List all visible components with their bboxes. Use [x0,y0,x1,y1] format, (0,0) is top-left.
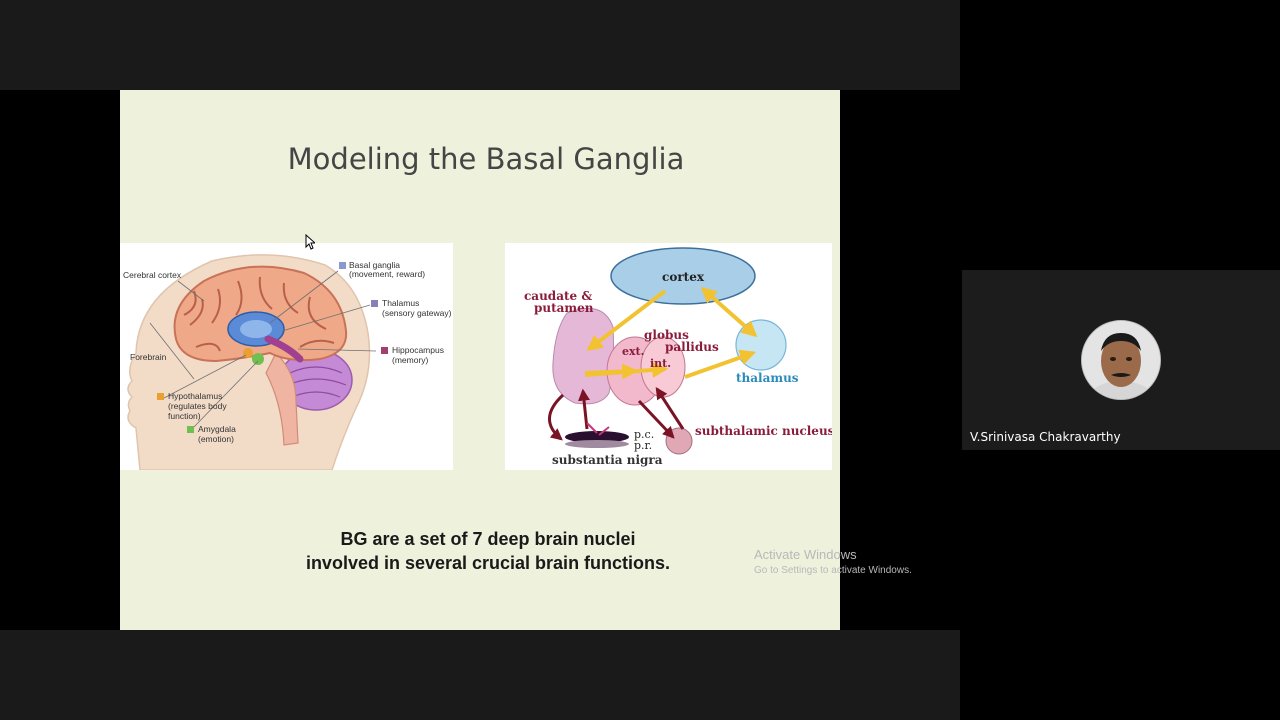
label-globus: globus [644,328,689,342]
slide-title: Modeling the Basal Ganglia [287,142,685,176]
label-pr: p.r. [634,439,652,452]
slide-caption: BG are a set of 7 deep brain nuclei invo… [120,527,840,575]
label-thalamus: thalamus [736,371,799,385]
share-letterbox-bottom [0,630,960,720]
caption-line-2: involved in several crucial brain functi… [305,553,671,573]
participant-name: V.Srinivasa Chakravarthy [970,430,1121,444]
label-hypothalamus-note-1: (regulates body [168,401,227,411]
label-ext: ext. [622,345,644,358]
activate-windows-watermark: Activate Windows Go to Settings to activ… [754,547,912,576]
label-thalamus-note: (sensory gateway) [382,308,452,318]
label-caudate: caudate & [524,289,592,303]
basal-ganglia-swatch [339,262,346,269]
presentation-slide: Modeling the Basal Ganglia [120,90,840,630]
basal-ganglia-circuit-diagram: cortex caudate & putamen globus pallidus… [524,247,832,467]
hypothalamus-swatch [157,393,164,400]
hippocampus-swatch [381,347,388,354]
label-int: int. [650,357,671,370]
label-cerebral-cortex: Cerebral cortex [123,270,182,280]
brain-anatomy-figure: Cerebral cortex Forebrain Basal ganglia … [120,243,453,470]
share-letterbox-top [0,0,960,90]
participant-video-tile[interactable]: V.Srinivasa Chakravarthy [962,270,1280,450]
thalamus-swatch [371,300,378,307]
label-pc: p.c. [634,428,654,441]
watermark-title: Activate Windows [754,547,857,562]
mouse-pointer-icon [305,234,315,250]
label-cortex: cortex [662,270,705,284]
watermark-subtitle: Go to Settings to activate Windows. [754,565,912,576]
label-pallidus: pallidus [665,340,719,354]
screen-share-area: Modeling the Basal Ganglia [0,0,960,720]
person-avatar-icon [1082,321,1160,399]
basal-ganglia-circuit-figure: cortex caudate & putamen globus pallidus… [505,243,832,470]
label-hypothalamus: Hypothalamus [168,391,222,401]
label-amygdala-note: (emotion) [198,434,234,444]
label-putamen: putamen [534,301,594,315]
label-substantia-nigra: substantia nigra [552,453,663,467]
label-subthalamic-nucleus: subthalamic nucleus [695,424,832,438]
label-forebrain: Forebrain [130,352,167,362]
brain-anatomy-illustration: Cerebral cortex Forebrain Basal ganglia … [123,254,452,470]
label-amygdala: Amygdala [198,424,236,434]
label-hippocampus-note: (memory) [392,355,429,365]
amygdala-swatch [187,426,194,433]
label-hypothalamus-note-2: function) [168,411,201,421]
participant-avatar [1081,320,1161,400]
label-basal-ganglia-note: (movement, reward) [349,269,425,279]
label-hippocampus: Hippocampus [392,345,444,355]
label-basal-ganglia: Basal ganglia [349,260,400,270]
label-thalamus: Thalamus [382,298,419,308]
caption-line-1: BG are a set of 7 deep brain nuclei [340,529,636,549]
